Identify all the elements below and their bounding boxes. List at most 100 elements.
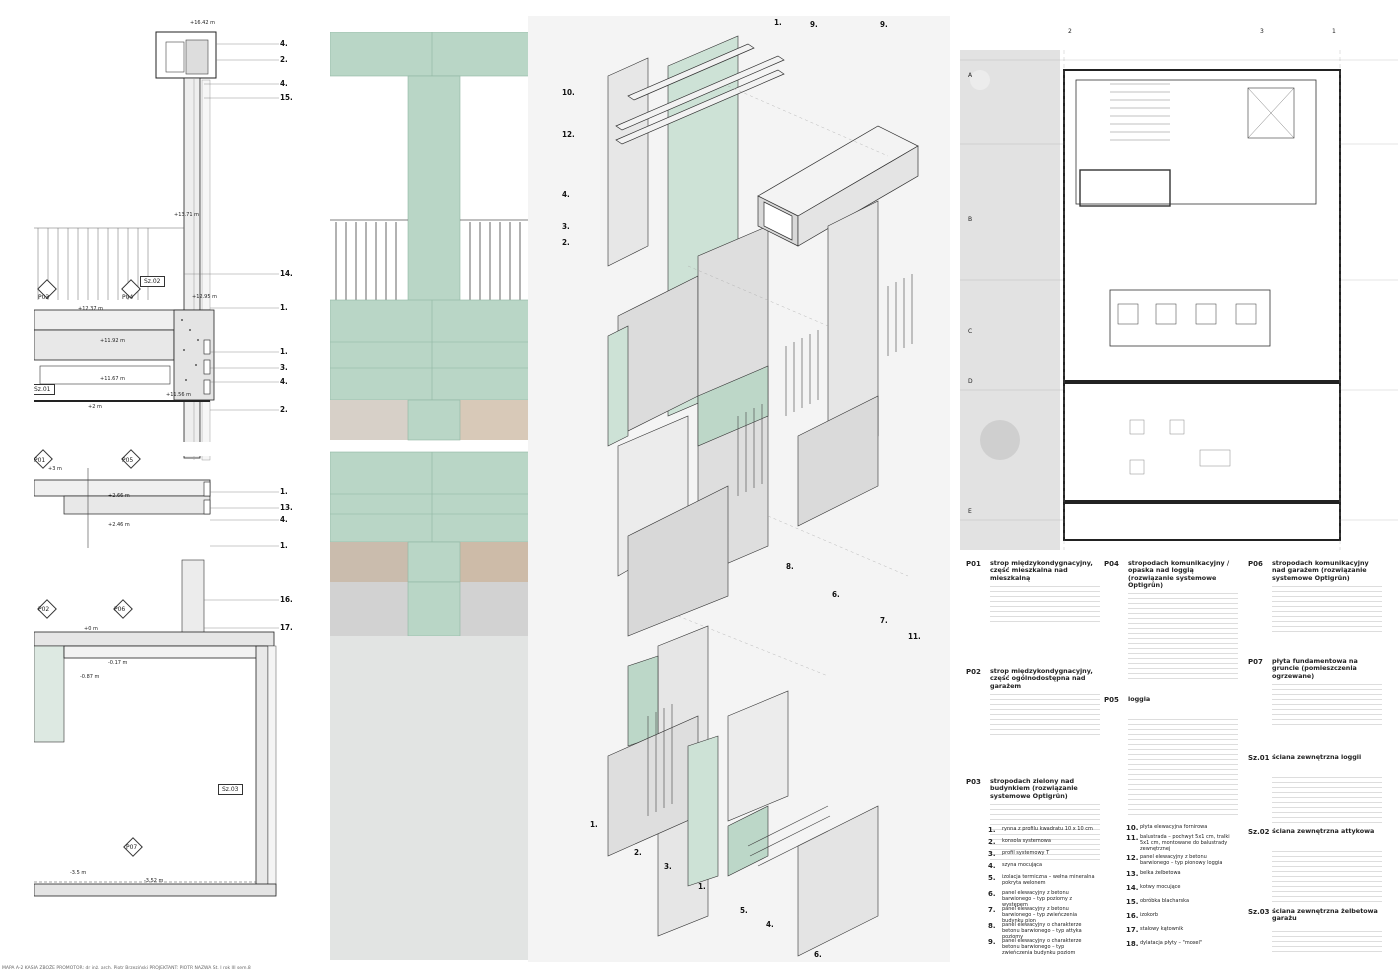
legend-number: 1.: [988, 826, 996, 834]
layer-marker-label: P04: [122, 294, 134, 301]
level-label: +2 m: [88, 404, 102, 410]
grid-axis-label: C: [968, 328, 973, 335]
spec-code: Sz.01: [1248, 754, 1270, 762]
callout-number: 9.: [880, 20, 888, 29]
legend-number: 12.: [1126, 854, 1139, 862]
legend-number: 3.: [988, 850, 996, 858]
wall-tag: Sz.02: [140, 276, 165, 287]
elevation-panel: [330, 32, 532, 960]
legend-text: szyna mocująca: [1002, 862, 1043, 868]
callout-number: 4.: [280, 79, 288, 88]
legend-text: konsola systemowa: [1002, 838, 1051, 844]
level-label: +2.66 m: [108, 493, 130, 499]
spec-title: stropodach komunikacyjny nad garażem (ro…: [1272, 559, 1369, 582]
level-label: +12.95 m: [192, 294, 217, 300]
legend-item: 7.panel elewacyjny z betonu barwionego –…: [988, 906, 1098, 924]
callout-number: 2.: [562, 238, 570, 247]
callout-number: 1.: [280, 487, 288, 496]
spec-title: stropodach zielony nad budynkiem (rozwią…: [990, 777, 1078, 800]
legend-item: 1.rynna z profilu kwadratu 10 x 10 cm: [988, 826, 1098, 834]
layer-marker-label: P02: [38, 606, 50, 613]
legend-item: 17.stalowy kątownik: [1126, 926, 1236, 934]
spec-title: stropodach komunikacyjny / opaska nad lo…: [1128, 559, 1230, 590]
legend-item: 15.obróbka blacharska: [1126, 898, 1236, 906]
legend-text: stalowy kątownik: [1140, 926, 1184, 932]
spec-title: strop międzykondygnacyjny, część ogólnod…: [990, 667, 1093, 690]
callout-number: 6.: [814, 950, 822, 959]
level-label: +11.56 m: [166, 392, 191, 398]
legend-item: 16.izokorb: [1126, 912, 1236, 920]
legend-item: 6.panel elewacyjny z betonu barwionego –…: [988, 890, 1098, 908]
callout-number: 6.: [832, 590, 840, 599]
legend-item: 18.dylatacja płyty – "moxel": [1126, 940, 1236, 948]
callout-number: 12.: [562, 130, 575, 139]
spec-block: P01 strop międzykondygnacyjny, część mies…: [966, 559, 1100, 623]
legend-text: panel elewacyjny z betonu barwionego – t…: [1002, 906, 1078, 924]
layer-marker-label: P06: [114, 606, 126, 613]
spec-code: P01: [966, 560, 981, 568]
level-label: +11.67 m: [100, 376, 125, 382]
level-label: +11.92 m: [100, 338, 125, 344]
legend-text: profil systemowy T: [1002, 850, 1050, 856]
legend-text: kotwy mocujące: [1140, 884, 1181, 890]
spec-code: P04: [1104, 560, 1119, 568]
grid-axis-label: B: [968, 216, 973, 223]
callout-number: 4.: [280, 377, 288, 386]
floor-plan-drawing: [960, 50, 1398, 550]
callout-number: 4.: [562, 190, 570, 199]
legend-text: izolacja termiczna – wełna mineralna pok…: [1002, 874, 1095, 886]
axonometric-drawing: [607, 35, 919, 957]
wall-tag: Sz.01: [34, 384, 55, 395]
legend-number: 18.: [1126, 940, 1139, 948]
legend-item: 3. profil systemowy T: [988, 850, 1098, 858]
spec-block: P04 stropodach komunikacyjny / opaska nad…: [1104, 559, 1238, 680]
level-label: -0.17 m: [108, 660, 128, 666]
floor-plan-panel: 2 3 1 A B C D E: [960, 20, 1398, 552]
callout-number: 16.: [280, 595, 293, 604]
spec-title: płyta fundamentowa na gruncie (pomieszcz…: [1272, 657, 1358, 680]
spec-code: P03: [966, 778, 981, 786]
legend-item: 9.panel elewacyjny o charakterze betonu …: [988, 938, 1098, 956]
legend-text: panel elewacyjny z betonu barwionego – t…: [1140, 854, 1223, 866]
spec-block: P03 stropodach zielony nad budynkiem (roz…: [966, 777, 1100, 861]
section-drawing: [34, 31, 324, 897]
legend-number: 11.: [1126, 834, 1139, 842]
callout-number: 1.: [280, 347, 288, 356]
callout-number: 3.: [280, 363, 288, 372]
callout-number: 13.: [280, 503, 293, 512]
legend-number: 14.: [1126, 884, 1139, 892]
callout-number: 4.: [280, 515, 288, 524]
spec-block: P06 stropodach komunikacyjny nad garażem …: [1248, 559, 1382, 633]
legend-number: 15.: [1126, 898, 1139, 906]
level-label: +3 m: [48, 466, 62, 472]
section-detail-panel: +16.42 m +13.71 m +12.95 m +12.37 m +11.…: [34, 20, 324, 960]
callout-number: 4.: [280, 39, 288, 48]
spec-code: P06: [1248, 560, 1263, 568]
legend-item: 14.kotwy mocujące: [1126, 884, 1236, 892]
layer-marker-label: P01: [34, 457, 46, 464]
legend-item: 13.belka żelbetowa: [1126, 870, 1236, 878]
spec-code: Sz.02: [1248, 828, 1270, 836]
callout-number: 2.: [280, 405, 288, 414]
legend-number: 10.: [1126, 824, 1139, 832]
layer-marker-label: P05: [122, 457, 134, 464]
callout-number: 14.: [280, 269, 293, 278]
spec-title: strop międzykondygnacyjny, część mieszka…: [990, 559, 1093, 582]
callout-number: 1.: [590, 820, 598, 829]
grid-axis-label: A: [968, 72, 973, 79]
spec-title: ściana zewnętrzna żelbetowa garażu: [1272, 907, 1378, 923]
layer-marker-label: P03: [38, 294, 50, 301]
legend-text: dylatacja płyty – "moxel": [1140, 940, 1203, 946]
legend-number: 16.: [1126, 912, 1139, 920]
callout-number: 1.: [280, 303, 288, 312]
callout-number: 5.: [740, 906, 748, 915]
callout-number: 2.: [280, 55, 288, 64]
legend-text: panel elewacyjny o charakterze betonu ba…: [1002, 922, 1082, 940]
elevation-drawing: [330, 32, 532, 960]
callout-number: 2.: [634, 848, 642, 857]
specification-panel: P01 strop międzykondygnacyjny, część mies…: [960, 556, 1398, 972]
legend-number: 8.: [988, 922, 996, 930]
